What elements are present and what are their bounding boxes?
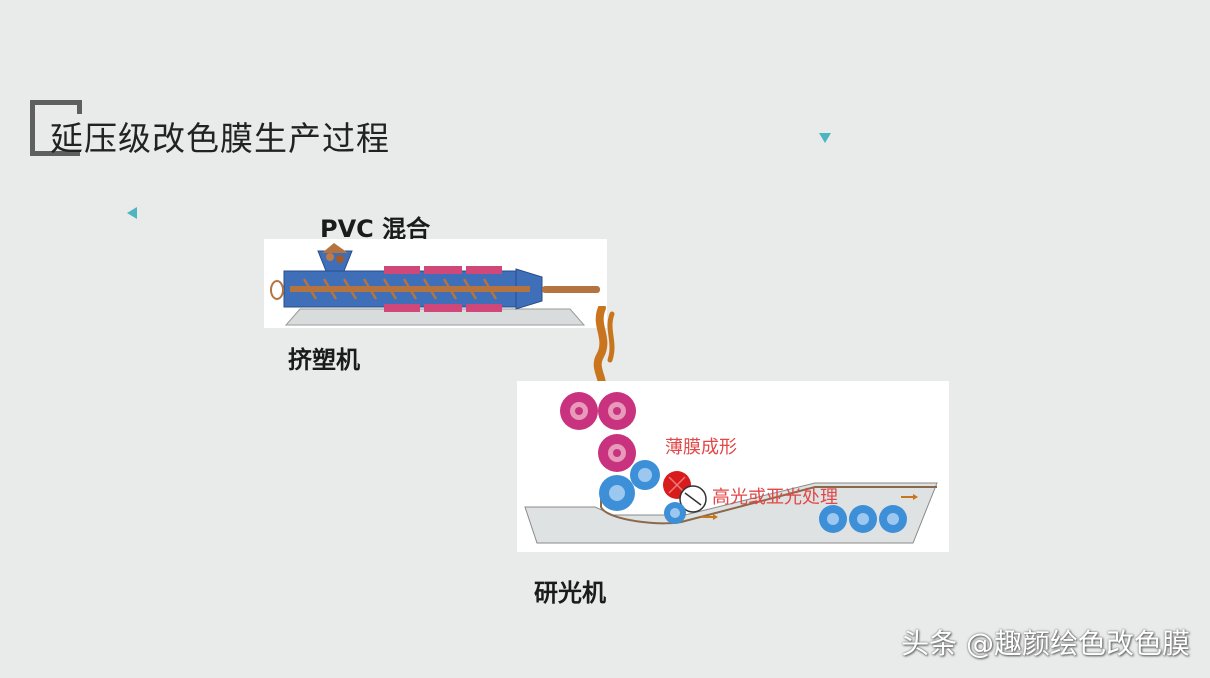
pvc-mix-label: PVC 混合 bbox=[320, 215, 431, 243]
title-bracket bbox=[30, 100, 82, 156]
calender-panel: 薄膜成形 高光或亚光处理 bbox=[517, 381, 949, 552]
calender-label: 研光机 bbox=[534, 579, 606, 607]
extruder-diagram bbox=[270, 243, 600, 326]
film-forming-label: 薄膜成形 bbox=[665, 437, 737, 458]
magenta-rollers bbox=[560, 392, 636, 472]
calender-diagram bbox=[524, 392, 938, 544]
extruder-panel bbox=[264, 239, 607, 328]
triangle-marker-left bbox=[127, 207, 137, 219]
watermark: 头条 @趣颜绘色改色膜 bbox=[901, 627, 1190, 660]
triangle-marker-right bbox=[819, 133, 831, 143]
gloss-matte-label: 高光或亚光处理 bbox=[712, 487, 838, 508]
page-title: 延压级改色膜生产过程 bbox=[50, 119, 390, 158]
extruder-label: 挤塑机 bbox=[288, 346, 360, 374]
